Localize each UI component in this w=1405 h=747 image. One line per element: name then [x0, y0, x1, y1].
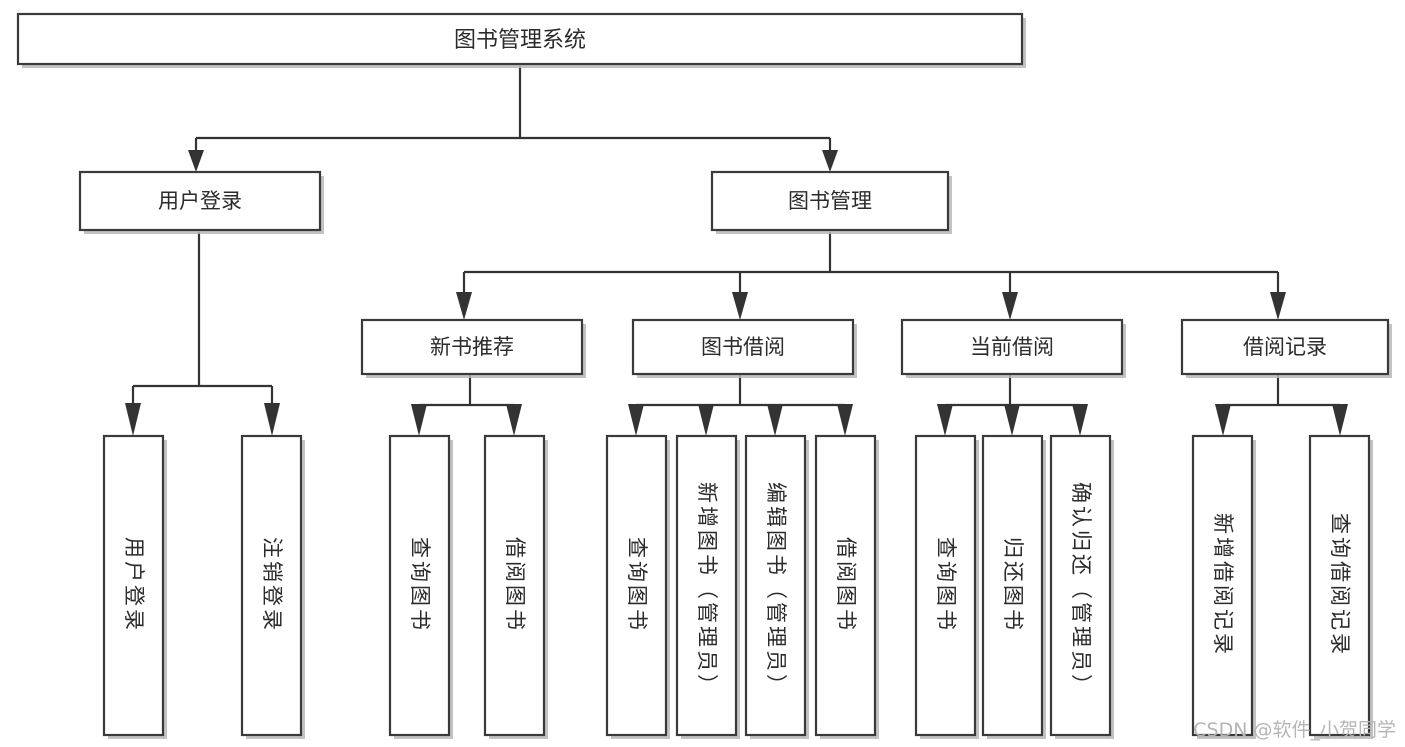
arrow-leaf-book-borrow-1: [628, 404, 644, 436]
leaf-label: 编辑图书（管理员）: [764, 482, 788, 698]
current-borrow-label: 当前借阅: [970, 335, 1054, 359]
leaf-label: 新增借阅记录: [1211, 513, 1235, 657]
leaf-box[interactable]: [744, 434, 807, 737]
root-box[interactable]: [16, 12, 1024, 66]
book-manage-box[interactable]: [710, 170, 950, 232]
leaf-label: 查询图书: [408, 537, 432, 633]
new-book-box[interactable]: [360, 318, 584, 376]
leaf-label: 用户登录: [122, 537, 146, 633]
node-book-borrow[interactable]: 图书借阅: [631, 318, 857, 378]
arrow-leaf-user-login-1: [125, 403, 141, 436]
leaf-label: 借阅图书: [503, 537, 527, 633]
leaf-borrow-record-2[interactable]: 查询借阅记录: [1308, 434, 1373, 739]
user-login-box[interactable]: [78, 170, 322, 232]
arrow-leaf-book-borrow-2: [698, 404, 714, 436]
leaf-box[interactable]: [1308, 434, 1371, 737]
user-login-label: 用户登录: [158, 189, 242, 213]
borrow-record-label: 借阅记录: [1243, 335, 1327, 359]
arrow-leaf-new-book-1: [411, 404, 427, 436]
leaf-current-borrow-2[interactable]: 归还图书: [981, 434, 1046, 739]
leaf-current-borrow-3[interactable]: 确认归还（管理员）: [1049, 434, 1114, 739]
leaf-box[interactable]: [240, 434, 303, 737]
leaf-new-book-1[interactable]: 查询图书: [388, 434, 453, 739]
leaf-box[interactable]: [1191, 434, 1254, 737]
arrow-leaf-book-borrow-3: [767, 404, 783, 436]
arrow-current-borrow: [1002, 292, 1018, 320]
arrow-leaf-current-borrow-1: [937, 404, 953, 436]
leaf-book-borrow-4[interactable]: 借阅图书: [814, 434, 879, 739]
arrow-leaf-current-borrow-3: [1072, 404, 1088, 436]
arrow-leaf-borrow-record-2: [1332, 404, 1348, 436]
leaf-user-login-2[interactable]: 注销登录: [240, 434, 305, 739]
borrow-record-box[interactable]: [1180, 318, 1390, 376]
leaf-box[interactable]: [1049, 434, 1112, 737]
node-new-book-recommend[interactable]: 新书推荐: [360, 318, 586, 378]
arrow-to-user-login: [188, 150, 204, 172]
leaf-box[interactable]: [102, 434, 165, 737]
leaf-box[interactable]: [483, 434, 546, 737]
leaf-label: 归还图书: [1001, 537, 1025, 633]
new-book-label: 新书推荐: [430, 335, 514, 359]
connector-layer: [125, 66, 1348, 436]
arrow-leaf-current-borrow-2: [1004, 404, 1020, 436]
arrow-book-borrow: [732, 292, 748, 320]
current-borrow-box[interactable]: [900, 318, 1124, 376]
leaf-box[interactable]: [914, 434, 977, 737]
arrow-to-book-manage: [822, 150, 838, 172]
leaf-label: 确认归还（管理员）: [1069, 482, 1093, 698]
arrow-leaf-borrow-record-1: [1215, 404, 1231, 436]
arrow-leaf-book-borrow-4: [837, 404, 853, 436]
node-book-manage[interactable]: 图书管理: [710, 170, 952, 234]
leaf-label: 借阅图书: [834, 537, 858, 633]
book-borrow-label: 图书借阅: [701, 335, 785, 359]
arrow-leaf-new-book-2: [506, 404, 522, 436]
node-borrow-record[interactable]: 借阅记录: [1180, 318, 1392, 378]
leaf-box[interactable]: [981, 434, 1044, 737]
leaf-box[interactable]: [675, 434, 738, 737]
arrow-new-book: [456, 292, 472, 320]
leaf-borrow-record-1[interactable]: 新增借阅记录: [1191, 434, 1256, 739]
leaf-box[interactable]: [814, 434, 877, 737]
node-user-login[interactable]: 用户登录: [78, 170, 324, 234]
node-root[interactable]: 图书管理系统: [16, 12, 1026, 68]
arrow-leaf-user-login-2: [264, 403, 280, 436]
leaf-label: 查询图书: [625, 537, 649, 633]
leaf-label: 注销登录: [260, 537, 284, 633]
leaf-user-login-1[interactable]: 用户登录: [102, 434, 167, 739]
leaf-book-borrow-2[interactable]: 新增图书（管理员）: [675, 434, 740, 739]
node-current-borrow[interactable]: 当前借阅: [900, 318, 1126, 378]
arrow-borrow-record: [1270, 292, 1286, 320]
watermark-label: CSDN @软件_小贺同学: [1193, 719, 1396, 741]
leaf-label: 新增图书（管理员）: [695, 482, 719, 698]
book-manage-label: 图书管理: [788, 189, 872, 213]
root-label: 图书管理系统: [454, 28, 586, 53]
leaf-box[interactable]: [605, 434, 668, 737]
leaf-book-borrow-1[interactable]: 查询图书: [605, 434, 670, 739]
leaf-new-book-2[interactable]: 借阅图书: [483, 434, 548, 739]
book-borrow-box[interactable]: [631, 318, 855, 376]
leaf-box[interactable]: [388, 434, 451, 737]
leaf-current-borrow-1[interactable]: 查询图书: [914, 434, 979, 739]
leaf-label: 查询图书: [934, 537, 958, 633]
leaf-book-borrow-3[interactable]: 编辑图书（管理员）: [744, 434, 809, 739]
leaf-label: 查询借阅记录: [1328, 513, 1352, 657]
